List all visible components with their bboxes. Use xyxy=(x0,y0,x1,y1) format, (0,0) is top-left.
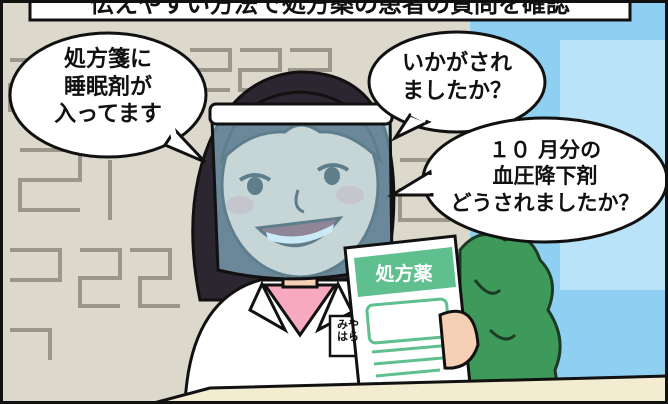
badge-line: はら xyxy=(337,330,359,343)
face-shield-band xyxy=(208,102,394,126)
badge-line: みや xyxy=(337,318,359,331)
speech-bubble-greeting xyxy=(367,30,547,142)
speech-bubble-bp xyxy=(386,116,668,244)
bubble-line: 睡眠剤が xyxy=(63,74,152,100)
bubble-line: ましたか？ xyxy=(401,78,512,104)
bubble-line: 処方箋に xyxy=(63,47,152,72)
bubble-line: １０ 月分の xyxy=(488,138,602,162)
bubble-prescription-text: 処方箋に 睡眠剤が 入ってます xyxy=(20,46,196,129)
name-badge-text: みや はら xyxy=(333,319,363,343)
bubble-line: どうされましたか？ xyxy=(450,190,640,215)
bubble-bp-text: １０ 月分の 血圧降下剤 どうされましたか？ xyxy=(428,137,662,216)
document-title: 処方薬 xyxy=(375,263,433,285)
prescription-document xyxy=(343,234,480,398)
bubble-greeting-text: いかがされ ましたか？ xyxy=(379,50,535,105)
caption-text: 伝えやすい方法で処方薬の患者の質問を確認 xyxy=(90,0,570,18)
counter xyxy=(149,374,668,404)
bubble-line: いかがされ xyxy=(401,51,512,76)
bubble-line: 血圧降下剤 xyxy=(492,164,598,189)
pharmacist-figure xyxy=(183,70,452,404)
caption-box xyxy=(28,0,632,22)
speech-bubble-prescription xyxy=(8,31,208,164)
bubble-line: 入ってます xyxy=(54,102,162,127)
